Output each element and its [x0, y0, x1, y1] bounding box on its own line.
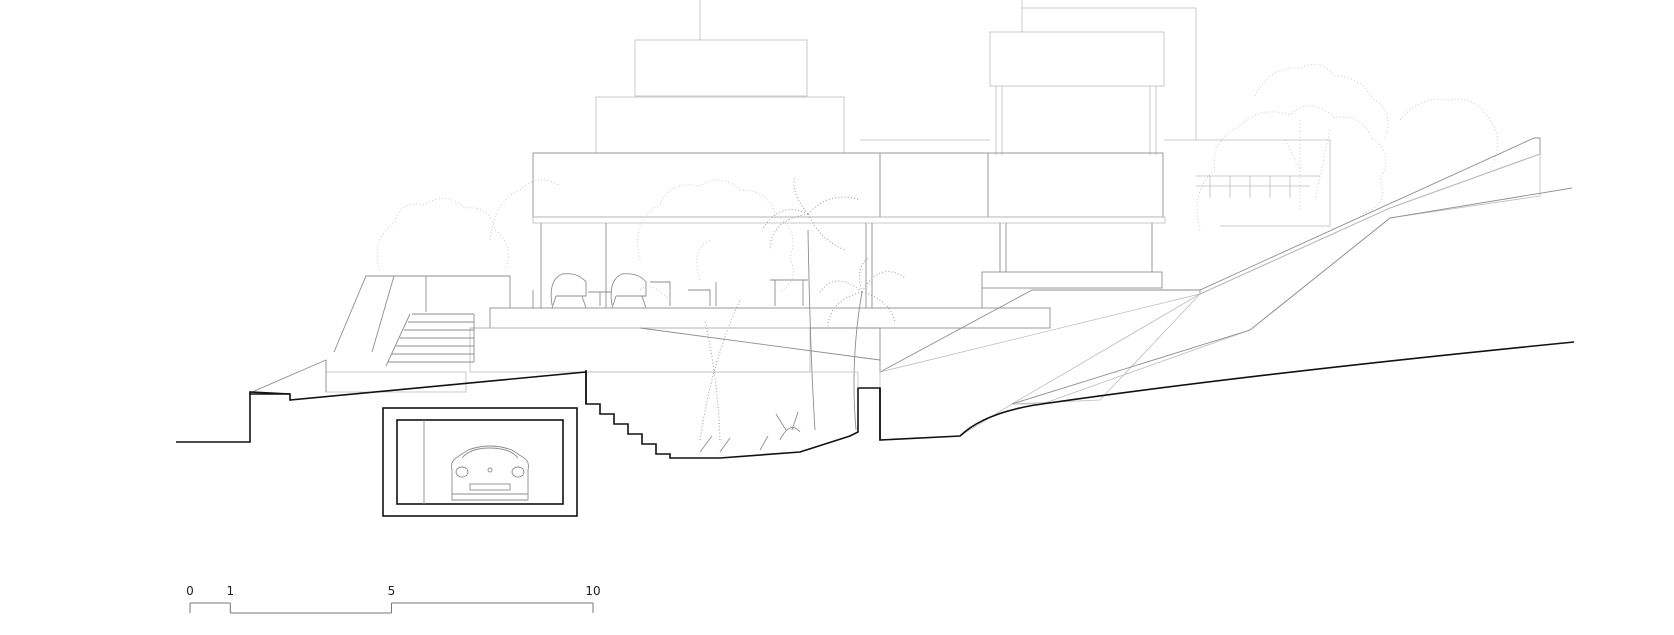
car-front-icon: [451, 445, 529, 501]
terrace-platform: [469, 290, 1051, 373]
main-pavilion: [532, 152, 1166, 308]
ground-section-line: [176, 341, 1575, 443]
scale-label-1: 1: [226, 584, 234, 598]
background-trees: [376, 63, 1498, 271]
scale-label-10: 10: [585, 584, 600, 598]
background-buildings: [595, 0, 1331, 227]
scale-label-0: 0: [186, 584, 194, 598]
scale-bar: 0 1 5 10: [186, 584, 601, 614]
scale-label-5: 5: [388, 584, 396, 598]
foreground-vegetation: [637, 175, 906, 453]
underground-garage: [382, 407, 578, 517]
right-ramp-walls: [879, 137, 1573, 441]
terrace-furniture: [550, 273, 808, 309]
left-stair-structure: [251, 275, 511, 393]
lower-stair: [585, 371, 881, 459]
